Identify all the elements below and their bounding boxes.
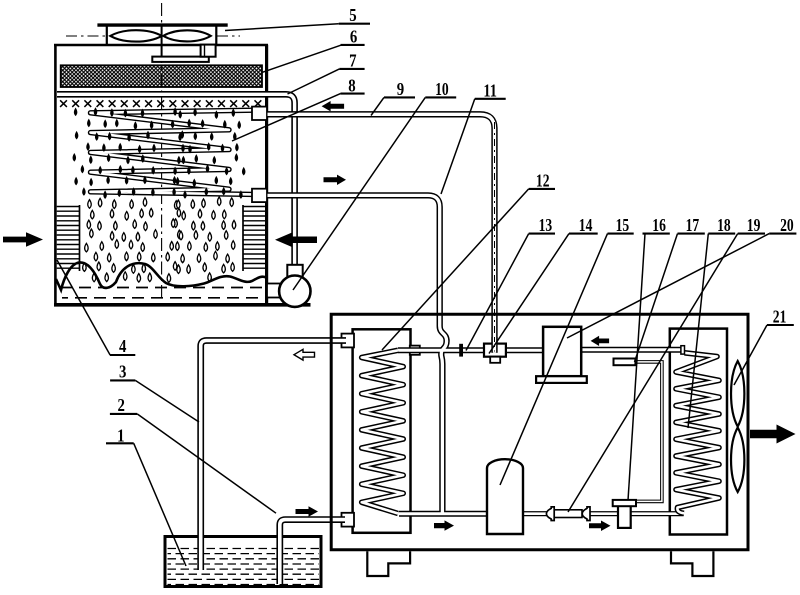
svg-text:1: 1 [117, 426, 124, 446]
svg-text:9: 9 [397, 79, 404, 99]
svg-text:12: 12 [536, 171, 550, 191]
svg-text:10: 10 [435, 79, 449, 99]
svg-text:14: 14 [579, 215, 593, 235]
svg-text:18: 18 [717, 215, 731, 235]
svg-text:7: 7 [349, 51, 356, 71]
svg-text:20: 20 [780, 215, 794, 235]
svg-text:11: 11 [483, 80, 497, 100]
svg-text:5: 5 [349, 5, 356, 25]
svg-text:3: 3 [119, 362, 126, 382]
svg-text:17: 17 [686, 215, 700, 235]
svg-text:13: 13 [539, 215, 553, 235]
svg-text:16: 16 [652, 215, 666, 235]
svg-text:8: 8 [348, 75, 355, 95]
svg-text:6: 6 [350, 27, 357, 47]
svg-text:2: 2 [118, 395, 125, 415]
svg-text:19: 19 [747, 215, 761, 235]
svg-text:15: 15 [616, 215, 630, 235]
svg-text:21: 21 [773, 307, 787, 327]
svg-text:4: 4 [119, 336, 126, 356]
